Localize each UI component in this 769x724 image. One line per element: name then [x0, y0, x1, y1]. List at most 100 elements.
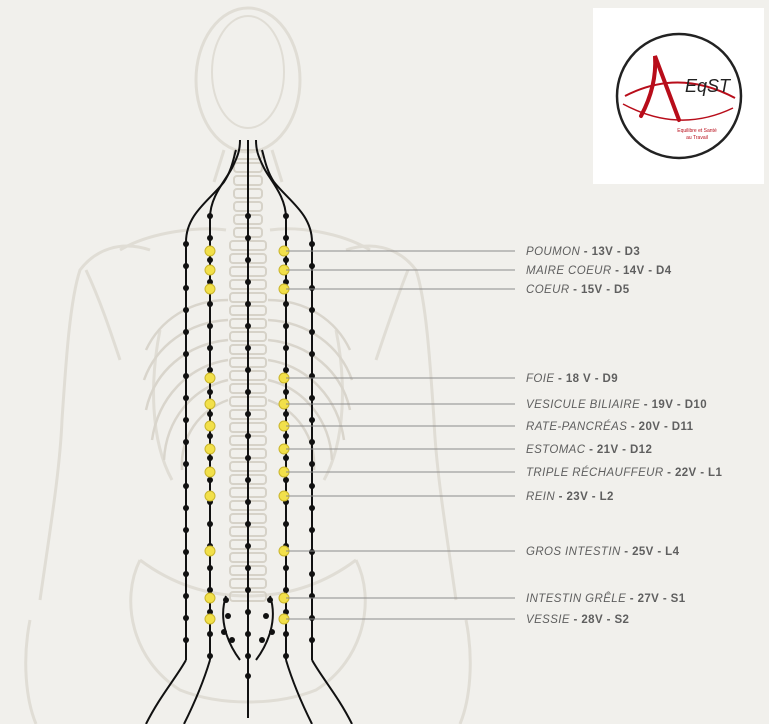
meridian-point — [309, 505, 315, 511]
meridian-point — [245, 673, 251, 679]
meridian-point — [309, 307, 315, 313]
acupoint — [205, 246, 215, 256]
meridian-point — [283, 587, 289, 593]
acupoint — [205, 444, 215, 454]
meridian-point — [207, 345, 213, 351]
meridian-point — [207, 521, 213, 527]
meridian-point — [183, 307, 189, 313]
meridian-point — [283, 345, 289, 351]
label-vessie: VESSIE - 28V - S2 — [526, 614, 629, 626]
meridian-point — [183, 483, 189, 489]
meridian-point — [207, 433, 213, 439]
meridian-point — [183, 527, 189, 533]
meridian-point — [309, 637, 315, 643]
meridian-point — [229, 637, 235, 643]
meridian-point — [207, 301, 213, 307]
meridian-point — [207, 477, 213, 483]
meridian-point — [183, 549, 189, 555]
meridian-point — [309, 329, 315, 335]
meridian-point — [245, 543, 251, 549]
meridian-point — [283, 411, 289, 417]
label-rate-pancreas: RATE-PANCRÉAS - 20V - D11 — [526, 420, 694, 433]
acupoint — [205, 284, 215, 294]
meridian-point — [283, 565, 289, 571]
meridian-point — [245, 653, 251, 659]
meridian-point — [183, 571, 189, 577]
meridian-point — [183, 285, 189, 291]
meridian-point — [207, 323, 213, 329]
label-foie: FOIE - 18 V - D9 — [526, 373, 618, 385]
meridian-point — [283, 323, 289, 329]
meridian-point — [183, 351, 189, 357]
meridian-point — [283, 455, 289, 461]
acupoint — [205, 467, 215, 477]
meridian-point — [245, 631, 251, 637]
acupoint — [205, 399, 215, 409]
meridian-point — [207, 653, 213, 659]
meridian-point — [245, 345, 251, 351]
meridian-point — [245, 609, 251, 615]
meridian-point — [283, 367, 289, 373]
meridian-point — [309, 439, 315, 445]
meridian-point — [283, 301, 289, 307]
meridian-point — [309, 351, 315, 357]
meridian-point — [245, 279, 251, 285]
meridian-point — [207, 411, 213, 417]
meridian-point — [183, 417, 189, 423]
meridian-point — [309, 483, 315, 489]
meridian-point — [207, 455, 213, 461]
meridian-point — [183, 329, 189, 335]
meridian-point — [183, 263, 189, 269]
meridian-point — [245, 367, 251, 373]
meridian-point — [309, 549, 315, 555]
label-maire-coeur: MAIRE COEUR - 14V - D4 — [526, 265, 672, 277]
meridian-point — [225, 613, 231, 619]
acupoint — [205, 421, 215, 431]
label-vesicule-biliaire: VESICULE BILIAIRE - 19V - D10 — [526, 399, 707, 411]
meridian-point — [245, 499, 251, 505]
meridian-point — [267, 597, 273, 603]
meridian-point — [245, 565, 251, 571]
label-coeur: COEUR - 15V - D5 — [526, 284, 630, 296]
meridian-point — [183, 637, 189, 643]
meridian-point — [309, 263, 315, 269]
label-intestin-grele: INTESTIN GRÊLE - 27V - S1 — [526, 592, 686, 605]
acupoint — [205, 491, 215, 501]
meridian-point — [223, 597, 229, 603]
meridian-point — [245, 213, 251, 219]
meridian-point — [207, 389, 213, 395]
meridian-point — [283, 653, 289, 659]
meridian-point — [183, 593, 189, 599]
meridian-point — [245, 235, 251, 241]
meridian-point — [207, 257, 213, 263]
acupoint — [205, 546, 215, 556]
meridian-point — [183, 373, 189, 379]
label-poumon: POUMON - 13V - D3 — [526, 246, 640, 258]
meridian-point — [309, 417, 315, 423]
acupoint — [205, 593, 215, 603]
meridian-point — [245, 301, 251, 307]
meridian-point — [245, 323, 251, 329]
meridian-point — [283, 631, 289, 637]
label-gros-intestin: GROS INTESTIN - 25V - L4 — [526, 546, 680, 558]
meridian-point — [245, 411, 251, 417]
acupoint — [205, 373, 215, 383]
meridian-point — [183, 241, 189, 247]
meridian-point — [183, 615, 189, 621]
meridian-point — [283, 257, 289, 263]
meridian-point — [245, 455, 251, 461]
meridian-point — [245, 521, 251, 527]
meridian-point — [259, 637, 265, 643]
meridian-point — [309, 571, 315, 577]
organ-labels: POUMON - 13V - D3 MAIRE COEUR - 14V - D4… — [526, 246, 722, 626]
meridian-point — [283, 477, 289, 483]
meridian-point — [183, 439, 189, 445]
meridian-point — [309, 241, 315, 247]
meridian-point — [283, 235, 289, 241]
meridian-point — [283, 213, 289, 219]
leader-lines — [286, 251, 515, 619]
meridian-point — [207, 213, 213, 219]
meridian-point — [207, 565, 213, 571]
meridian-point — [183, 505, 189, 511]
